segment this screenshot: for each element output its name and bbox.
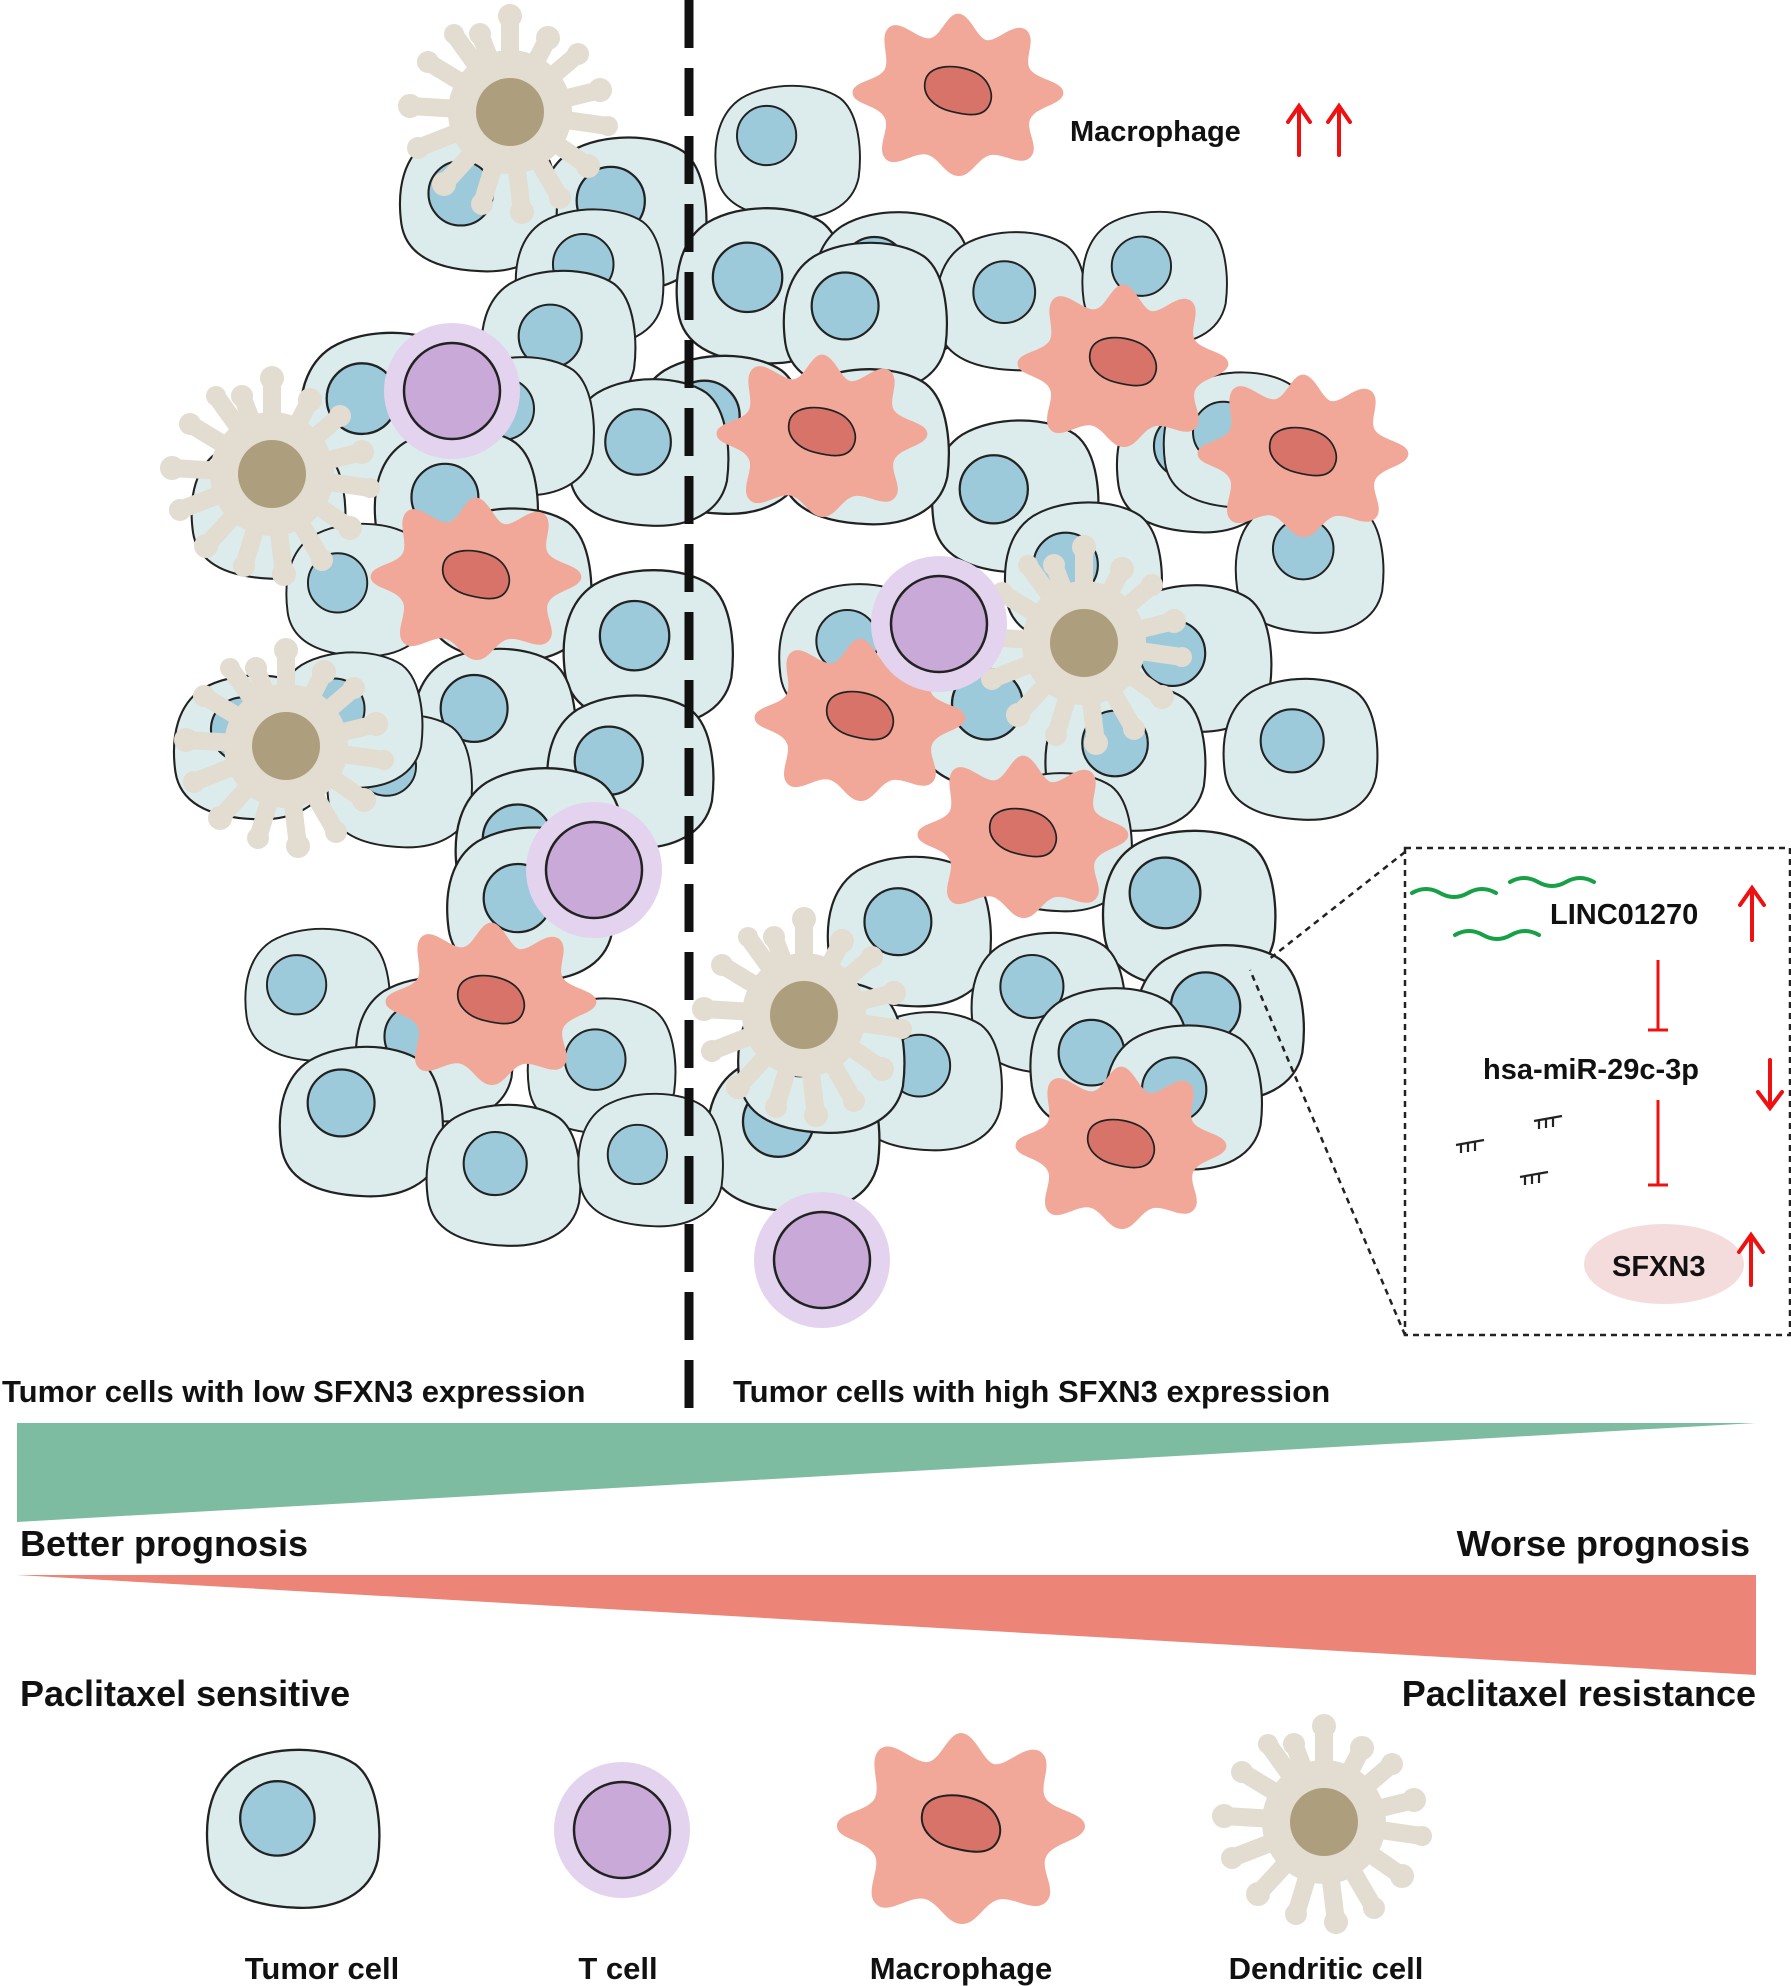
red-gradient-wedge — [17, 1575, 1756, 1675]
down-arrow-icon — [1756, 1058, 1784, 1112]
tumor-cell — [970, 931, 1127, 1075]
tumor-cell — [244, 927, 391, 1063]
tumor-cell — [782, 241, 948, 394]
inhibition-icon — [1648, 960, 1668, 1032]
tumor-cell — [1222, 677, 1379, 821]
tumor-cell — [562, 569, 734, 727]
mirna-hairpin-icon — [1455, 1114, 1563, 1185]
double-up-arrow-icon — [1286, 102, 1352, 157]
legend-label-dendritic-cell: Dendritic cell — [1229, 1951, 1424, 1986]
t-cell — [382, 321, 522, 461]
tumor-cell — [411, 647, 577, 800]
inhibition-icon — [1648, 1100, 1668, 1187]
t-cell-icon — [552, 1760, 692, 1900]
up-arrow-icon — [1738, 884, 1766, 942]
dendritic-cell-icon — [1212, 1714, 1432, 1934]
paclitaxel-sensitive-label: Paclitaxel sensitive — [20, 1673, 350, 1714]
pathway-inset: LINC01270 hsa-miR-29c-3p SFXN3 — [1248, 846, 1791, 1337]
low-sfxn3-label: Tumor cells with low SFXN3 expression — [2, 1374, 585, 1409]
better-prognosis-label: Better prognosis — [20, 1523, 308, 1564]
tumor-cell — [278, 1045, 444, 1198]
mirna-label: hsa-miR-29c-3p — [1483, 1054, 1699, 1086]
lncrna-label: LINC01270 — [1550, 899, 1698, 931]
macrophage-cell — [852, 13, 1064, 177]
tumor-cell — [714, 84, 861, 220]
tumor-cell — [1081, 210, 1228, 346]
tumor-cell — [1101, 829, 1277, 991]
inset-dashed-box — [1403, 846, 1791, 1337]
legend-label-tumor-cell: Tumor cell — [245, 1951, 399, 1986]
legend-label-t-cell: T cell — [578, 1951, 657, 1986]
macrophage-increase-label: Macrophage — [1070, 116, 1241, 148]
tumor-cell — [577, 1092, 724, 1228]
up-arrow-icon — [1737, 1231, 1765, 1287]
paclitaxel-resistance-label: Paclitaxel resistance — [1402, 1673, 1756, 1714]
tumor-cell — [935, 231, 1088, 372]
legend: Tumor cell T cell Macrophage Dendritic c… — [205, 1714, 1432, 1986]
t-cell — [869, 554, 1009, 694]
green-gradient-wedge — [17, 1423, 1756, 1522]
sfxn3-label: SFXN3 — [1612, 1251, 1705, 1283]
inset-connector-line — [1248, 969, 1407, 1336]
t-cell — [524, 800, 664, 940]
macrophage-icon — [837, 1733, 1086, 1925]
legend-label-macrophage: Macrophage — [870, 1951, 1053, 1986]
tumor-cell — [567, 378, 730, 527]
tumor-cell — [931, 419, 1100, 575]
tumor-cell — [675, 207, 847, 365]
tumor-cell — [425, 1103, 582, 1247]
sfxn3-protein-blob — [1584, 1224, 1744, 1304]
lncrna-strand-icon — [1410, 876, 1596, 941]
worse-prognosis-label: Worse prognosis — [1457, 1523, 1750, 1564]
high-sfxn3-label: Tumor cells with high SFXN3 expression — [733, 1374, 1330, 1409]
tumor-cell — [826, 855, 992, 1008]
inset-connector-line — [1267, 851, 1406, 961]
t-cell — [752, 1190, 892, 1330]
tumor-cell-icon — [205, 1748, 381, 1910]
tumor-microenvironment — [160, 4, 1409, 1330]
